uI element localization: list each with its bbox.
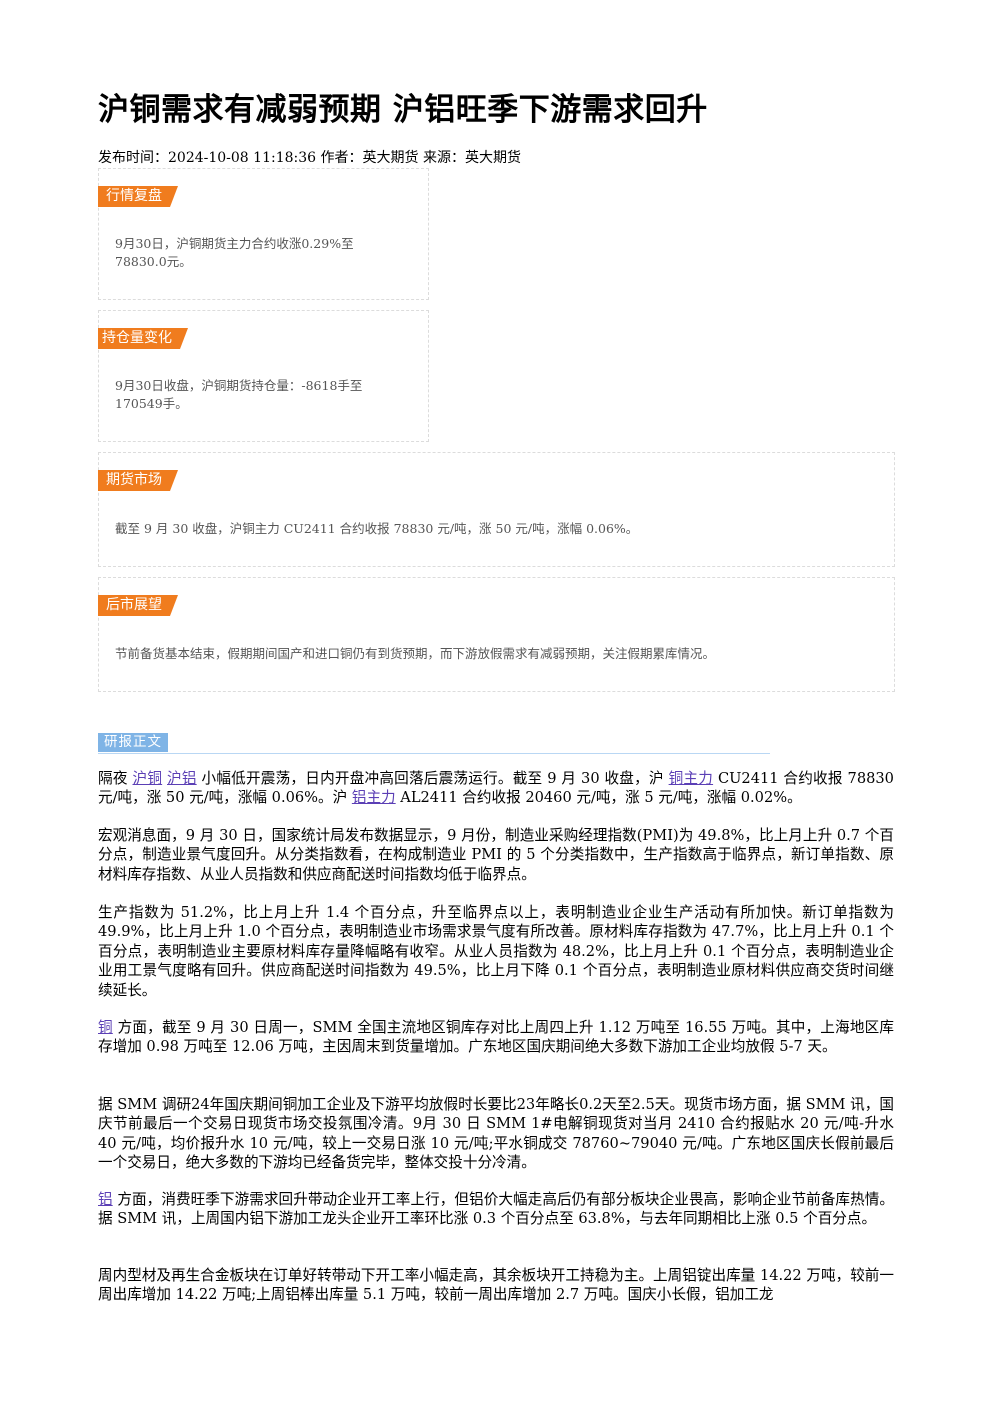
position-change-box: 持仓量变化 9月30日收盘，沪铜期货持仓量：-8618手至 170549手。 bbox=[98, 310, 429, 442]
source-label: 来源： bbox=[418, 150, 465, 166]
report-paragraph-4: 铜 方面，截至 9 月 30 日周一，SMM 全国主流地区铜库存对比上周四上升 … bbox=[98, 1018, 894, 1057]
report-section-header: 研报正文 bbox=[98, 731, 770, 754]
p6-text: 方面，消费旺季下游需求回升带动企业开工率上行，但铝价大幅走高后仍有部分板块企业畏… bbox=[98, 1191, 894, 1228]
report-paragraph-1: 隔夜 沪铜 沪铝 小幅低开震荡，日内开盘冲高回落后震荡运行。截至 9 月 30 … bbox=[98, 769, 894, 808]
report-paragraph-5: 据 SMM 调研24年国庆期间铜加工企业及下游平均放假时长要比23年略长0.2天… bbox=[98, 1096, 894, 1172]
market-review-line-2: 78830.0元。 bbox=[115, 254, 192, 269]
report-section-tag: 研报正文 bbox=[98, 733, 168, 752]
author: 英大期货 bbox=[362, 150, 419, 166]
futures-market-text: 截至 9 月 30 收盘，沪铜主力 CU2411 合约收报 78830 元/吨，… bbox=[115, 521, 639, 536]
position-change-line-1: 9月30日收盘，沪铜期货持仓量：-8618手至 bbox=[115, 378, 363, 393]
futures-market-box: 期货市场 截至 9 月 30 收盘，沪铜主力 CU2411 合约收报 78830… bbox=[98, 452, 895, 567]
article-meta: 发布时间：2024-10-08 11:18:36 作者：英大期货 来源：英大期货 bbox=[98, 147, 521, 167]
report-paragraph-6: 铝 方面，消费旺季下游需求回升带动企业开工率上行，但铝价大幅走高后仍有部分板块企… bbox=[98, 1190, 894, 1229]
p1-text-c: 小幅低开震荡，日内开盘冲高回落后震荡运行。截至 9 月 30 收盘，沪 bbox=[196, 770, 669, 787]
link-aluminum-main[interactable]: 铝主力 bbox=[351, 789, 396, 807]
market-review-tag: 行情复盘 bbox=[98, 186, 178, 207]
outlook-tag: 后市展望 bbox=[98, 595, 178, 616]
outlook-box: 后市展望 节前备货基本结束，假期期间国产和进口铜仍有到货预期，而下游放假需求有减… bbox=[98, 577, 895, 692]
p1-text-e: AL2411 合约收报 20460 元/吨，涨 5 元/吨，涨幅 0.02%。 bbox=[395, 789, 802, 807]
market-review-line-1: 9月30日，沪铜期货主力合约收涨0.29%至 bbox=[115, 236, 354, 251]
outlook-text: 节前备货基本结束，假期期间国产和进口铜仍有到货预期，而下游放假需求有减弱预期，关… bbox=[115, 646, 716, 661]
position-change-line-2: 170549手。 bbox=[115, 396, 188, 411]
report-paragraph-3: 生产指数为 51.2%，比上月上升 1.4 个百分点，升至临界点以上，表明制造业… bbox=[98, 904, 894, 999]
link-hutong[interactable]: 沪铜 bbox=[132, 770, 163, 787]
position-change-tag: 持仓量变化 bbox=[98, 328, 188, 349]
link-hulv[interactable]: 沪铝 bbox=[167, 770, 197, 787]
market-review-box: 行情复盘 9月30日，沪铜期货主力合约收涨0.29%至 78830.0元。 bbox=[98, 168, 429, 300]
p1-text-d: CU2411 合约收报 78830 元/吨，涨 50 元/吨，涨幅 0.06%。… bbox=[98, 770, 894, 807]
publish-time: 2024-10-08 11:18:36 bbox=[168, 150, 317, 166]
futures-market-tag: 期货市场 bbox=[98, 470, 178, 491]
report-paragraph-2: 宏观消息面，9 月 30 日，国家统计局发布数据显示，9 月份，制造业采购经理指… bbox=[98, 827, 894, 883]
article-title: 沪铜需求有减弱预期 沪铝旺季下游需求回升 bbox=[98, 92, 708, 128]
publish-label: 发布时间： bbox=[98, 150, 168, 166]
report-paragraph-7: 周内型材及再生合金板块在订单好转带动下开工率小幅走高，其余板块开工持稳为主。上周… bbox=[98, 1267, 894, 1304]
author-label: 作者： bbox=[316, 150, 363, 166]
link-aluminum[interactable]: 铝 bbox=[98, 1191, 113, 1208]
market-review-text: 9月30日，沪铜期货主力合约收涨0.29%至 78830.0元。 bbox=[115, 235, 354, 271]
p4-text: 方面，截至 9 月 30 日周一，SMM 全国主流地区铜库存对比上周四上升 1.… bbox=[98, 1019, 894, 1056]
link-copper-main[interactable]: 铜主力 bbox=[668, 770, 714, 787]
source: 英大期货 bbox=[464, 150, 521, 166]
p1-text-a: 隔夜 bbox=[98, 770, 133, 787]
link-copper[interactable]: 铜 bbox=[98, 1019, 113, 1036]
position-change-text: 9月30日收盘，沪铜期货持仓量：-8618手至 170549手。 bbox=[115, 377, 362, 413]
